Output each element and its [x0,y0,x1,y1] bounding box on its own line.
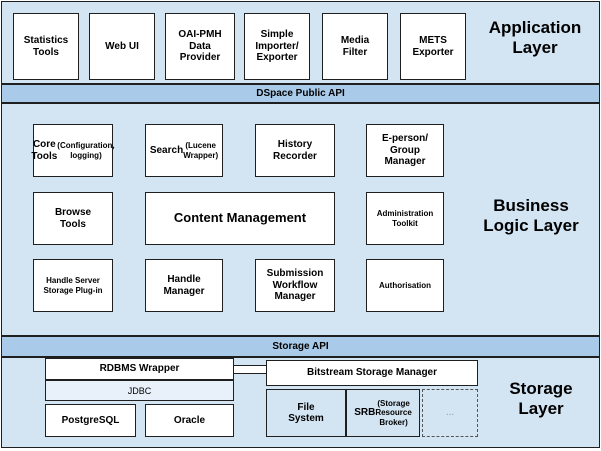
web-ui-box: Web UI [89,13,155,80]
bitstream-storage-manager-box: Bitstream Storage Manager [266,360,478,386]
oai-pmh-box: OAI-PMH Data Provider [165,13,235,80]
core-tools-subtitle: (Configuration, logging) [57,141,115,160]
business-logic-layer-label: Business Logic Layer [483,196,579,236]
content-management-box: Content Management [145,192,335,245]
srb-title: SRB [354,407,376,419]
browse-tools-box: Browse Tools [33,192,113,245]
srb-subtitle: (Storage Resource Broker) [375,399,412,427]
postgresql-box: PostgreSQL [45,404,136,437]
mets-exporter-box: METS Exporter [400,13,466,80]
core-tools-box: Core Tools (Configuration, logging) [31,124,115,177]
connector-rdbms-bitstream [234,365,266,374]
file-system-box: File System [266,389,346,437]
oracle-box: Oracle [145,404,234,437]
search-title: Search [149,144,184,156]
handle-manager-box: Handle Manager [145,259,223,312]
statistics-tools-box: Statistics Tools [13,13,79,80]
simple-importer-box: Simple Importer/ Exporter [244,13,310,80]
more-storage-placeholder-box: ... [422,389,478,437]
search-subtitle: (Lucene Wrapper) [183,141,219,160]
administration-toolkit-box: Administration Toolkit [366,192,444,245]
jdbc-band: JDBC [45,380,234,401]
rdbms-wrapper-box: RDBMS Wrapper [45,358,234,380]
storage-api-bar: Storage API [1,336,600,357]
storage-layer-label: Storage Layer [509,379,573,419]
handle-server-plugin-box: Handle Server Storage Plug-in [33,259,113,312]
media-filter-box: Media Filter [322,13,388,80]
search-box: Search (Lucene Wrapper) [145,124,223,177]
application-layer-label: Application Layer [488,18,582,58]
eperson-group-manager-box: E-person/ Group Manager [366,124,444,177]
core-tools-title: Core Tools [31,139,58,162]
srb-box: SRB (Storage Resource Broker) [346,389,420,437]
authorisation-box: Authorisation [366,259,444,312]
history-recorder-box: History Recorder [255,124,335,177]
dspace-public-api-bar: DSpace Public API [1,84,600,103]
submission-workflow-manager-box: Submission Workflow Manager [255,259,335,312]
